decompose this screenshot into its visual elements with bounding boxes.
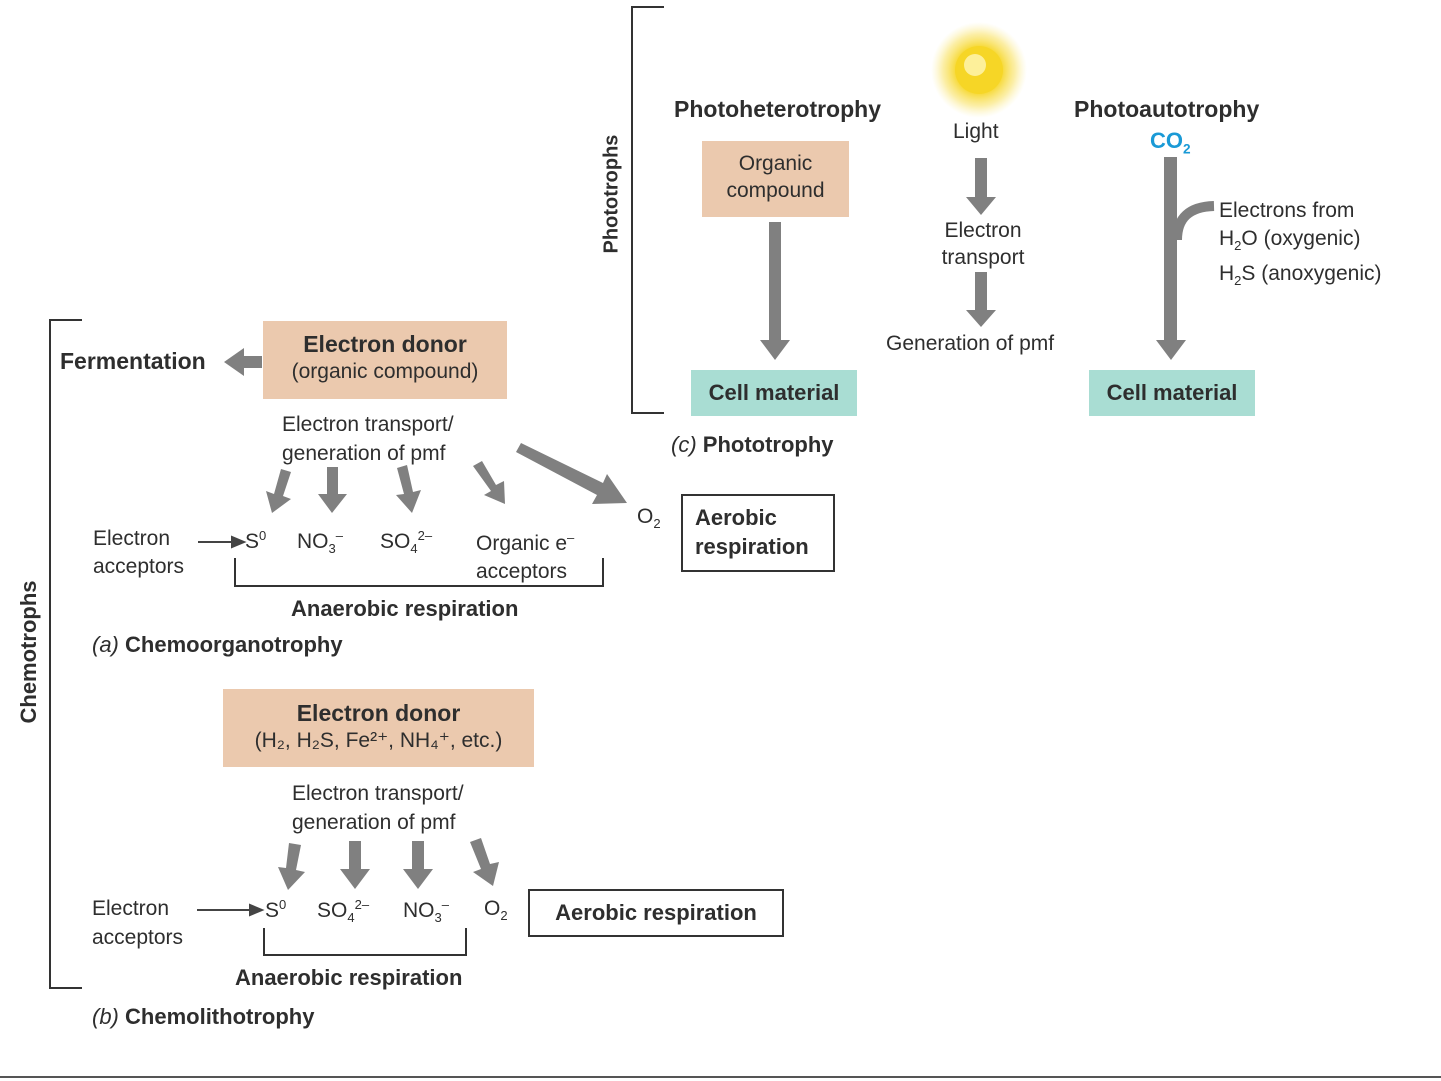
co2-sub: 2 [1183,141,1191,157]
photo-electron-transport: Electron transport [931,217,1035,271]
acceptors-a-block: Electron acceptors [93,525,184,581]
et-b-line1: Electron transport/ [292,782,464,805]
arrow-a-so4 [396,465,421,513]
acceptors-a-line2: acceptors [93,555,185,578]
caption-c-letter: (c) [671,432,697,457]
et-a-block: Electron transport/ generation of pmf [282,410,454,468]
arrow-to-fermentation [224,348,262,376]
h2o-line: H2O (oxygenic) [1219,227,1361,254]
photoautotrophy-title: Photoautotrophy [1074,96,1260,122]
caption-a: (a) Chemoorganotrophy [92,632,343,658]
arrow-b-so4 [340,841,370,889]
electrons-from-line: Electrons from [1219,199,1355,222]
aerobic-a-line2: respiration [695,534,809,559]
bottom-rule [0,1076,1441,1078]
so4-a: SO42– [380,528,433,557]
aerobic-respiration-b-box: Aerobic respiration [528,889,784,937]
s0-a: S0 [245,528,267,553]
no3-a: NO3– [297,528,343,557]
electrons-branch [1172,201,1215,241]
organic-compound-line2: compound [726,179,825,202]
caption-b-text: Chemolithotrophy [125,1004,315,1029]
arrow-co2-to-cell [1156,157,1186,360]
phototrophs-label: Phototrophs [600,134,623,254]
organic-compound-line1: Organic [738,152,813,175]
s0-b: S0 [265,897,287,922]
caption-b-letter: (b) [92,1004,119,1029]
acceptors-b-line1: Electron [92,897,170,920]
donor-b-line2: (H₂, H₂S, Fe²⁺, NH₄⁺, etc.) [254,729,503,752]
photo-et-line2: transport [941,246,1025,269]
acceptors-a-line1: Electron [93,527,171,550]
o2-a: O2 [637,505,661,532]
cell-material-right-label: Cell material [1106,380,1238,405]
aerobic-respiration-a-box: Aerobic respiration [681,494,835,572]
arrow-a-s0 [266,469,291,513]
donor-b-line1: Electron donor [296,700,461,726]
et-b-block: Electron transport/ generation of pmf [292,779,464,837]
caption-a-text: Chemoorganotrophy [125,632,343,657]
photoheterotrophy-title: Photoheterotrophy [674,96,881,122]
fermentation-label: Fermentation [60,348,206,374]
o2-b: O2 [484,897,508,924]
anaerobic-bracket-b [263,928,467,956]
arrow-a-organic [473,461,505,504]
et-b-line2: generation of pmf [292,811,456,834]
arrow-b-o2 [470,838,499,886]
organic-acceptors-a: Organic e– acceptors [476,530,575,583]
light-label: Light [953,120,999,143]
chemotrophs-label: Chemotrophs [16,580,41,724]
co2-base: CO [1150,128,1183,153]
electron-donor-b-box: Electron donor (H₂, H₂S, Fe²⁺, NH₄⁺, etc… [223,689,534,767]
caption-c-text: Phototrophy [702,432,834,457]
chemotrophs-bracket [49,319,82,989]
sun-icon [931,22,1027,118]
acceptors-b-block: Electron acceptors [92,894,183,952]
phototrophs-bracket [631,6,664,414]
co2-label: CO2 [1150,128,1191,156]
arrow-organic-to-cell [760,222,790,360]
cell-material-left-box: Cell material [691,370,857,416]
donor-a-line1: Electron donor [303,331,467,357]
no3-b: NO3– [403,897,449,926]
electron-donor-a-box: Electron donor (organic compound) [263,321,507,399]
et-a-line2: generation of pmf [282,442,446,465]
et-a-line1: Electron transport/ [282,413,454,436]
arrow-light-to-et [966,158,996,215]
cell-material-right-box: Cell material [1089,370,1255,416]
acceptors-b-line2: acceptors [92,926,184,949]
caption-c: (c) Phototrophy [671,432,834,458]
arrow-a-o2 [516,443,627,504]
arrow-b-no3 [403,841,433,889]
arrow-a-no3 [318,467,347,513]
cell-material-left-label: Cell material [708,380,840,405]
arrow-b-s0 [278,843,305,890]
aerobic-a-line1: Aerobic [695,505,777,530]
h2s-line: H2S (anoxygenic) [1219,262,1382,289]
anaerobic-a-label: Anaerobic respiration [291,596,519,621]
arrow-et-to-pmf [966,272,996,327]
caption-a-letter: (a) [92,632,119,657]
so4-b: SO42– [317,897,370,926]
photo-pmf-label: Generation of pmf [886,332,1055,355]
anaerobic-bracket-a [234,558,604,587]
electrons-from-block: Electrons from H2O (oxygenic) H2S (anoxy… [1219,197,1382,295]
anaerobic-b-label: Anaerobic respiration [235,965,463,990]
organic-compound-box: Organic compound [702,141,849,217]
donor-a-line2: (organic compound) [291,360,479,383]
caption-b: (b) Chemolithotrophy [92,1004,314,1030]
photo-et-line1: Electron [944,219,1022,242]
aerobic-b-label: Aerobic respiration [555,900,757,925]
